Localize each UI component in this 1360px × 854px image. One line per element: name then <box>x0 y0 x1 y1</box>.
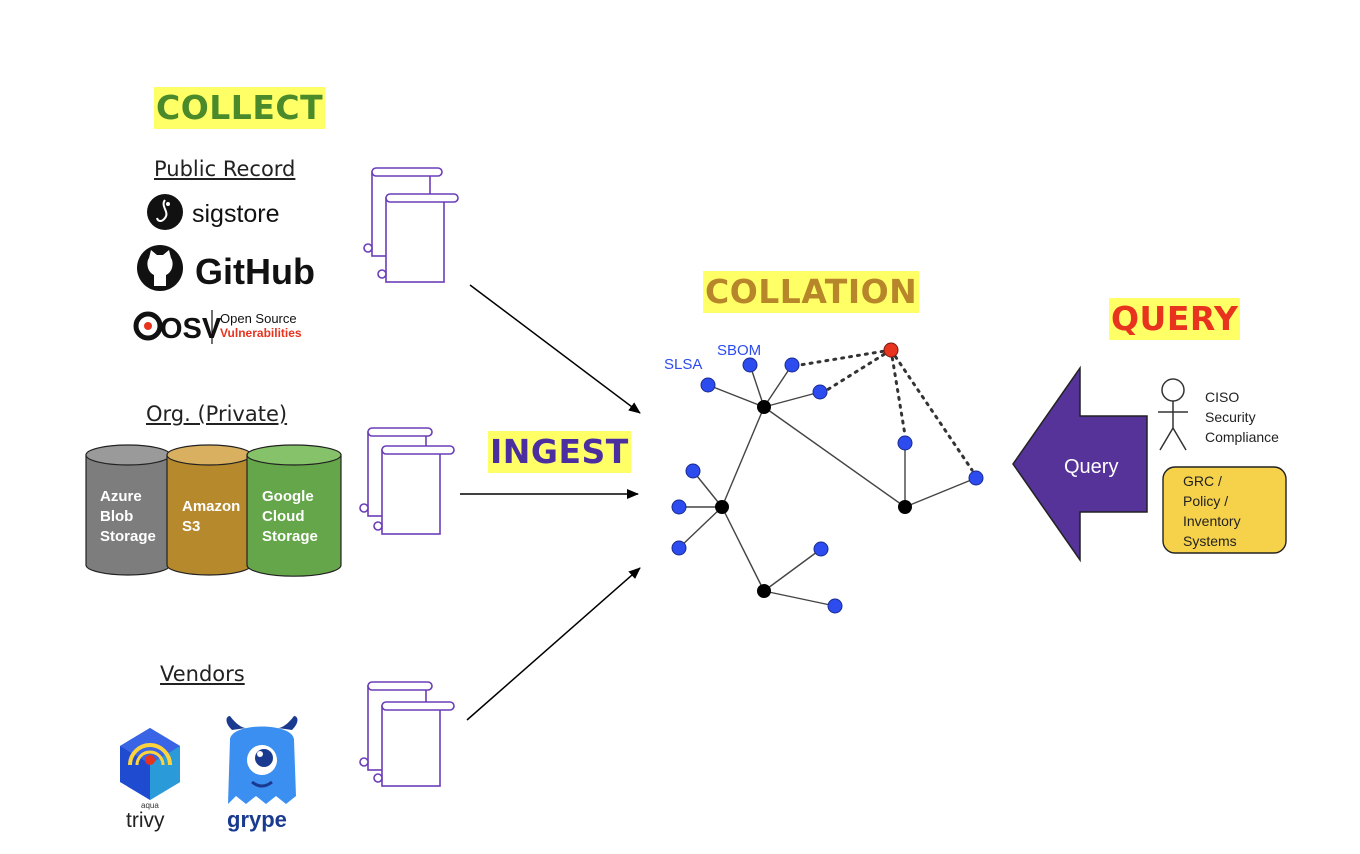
sigstore-logo: sigstore <box>147 194 280 230</box>
grc-systems-box: GRC / Policy / Inventory Systems <box>1162 466 1287 554</box>
google-line-3: Storage <box>262 528 318 545</box>
sbom-label: SBOM <box>717 342 761 359</box>
node-black <box>757 584 771 598</box>
aqua-wordmark: aqua <box>141 801 159 810</box>
node-blue <box>784 357 800 373</box>
node-blue <box>685 463 701 479</box>
edge <box>763 406 906 508</box>
github-wordmark: GitHub <box>195 251 315 292</box>
osv-subtitle-line-1: Open Source <box>220 311 297 326</box>
node-black <box>757 400 771 414</box>
node-black <box>898 500 912 514</box>
node-blue <box>827 598 843 614</box>
user-stick-figure-icon <box>1158 378 1188 451</box>
arrow-vendors-to-collation <box>466 567 641 721</box>
node-blue <box>812 384 828 400</box>
osv-wordmark: OSV <box>160 313 222 345</box>
collect-heading: COLLECT <box>154 87 326 129</box>
grc-line-4: Systems <box>1183 533 1237 549</box>
amazon-line-2: S3 <box>182 518 200 535</box>
azure-line-1: Azure <box>100 488 142 505</box>
arrow-public-to-collation <box>469 284 641 414</box>
dotted-edge <box>798 348 893 367</box>
github-logo: GitHub <box>137 245 315 292</box>
document-stack-vendors <box>359 681 455 787</box>
grype-logo: grype <box>226 716 298 832</box>
edge <box>763 391 821 408</box>
node-blue <box>897 435 913 451</box>
edge <box>763 590 836 607</box>
query-arrow-label: Query <box>1064 456 1118 478</box>
node-blue <box>671 499 687 515</box>
role-compliance: Compliance <box>1205 429 1279 445</box>
vendors-label: Vendors <box>160 662 245 686</box>
slsa-label: SLSA <box>664 356 702 373</box>
role-ciso: CISO <box>1205 389 1239 405</box>
svg-text:Azure Blob Sto: Azure Blob Storage <box>100 488 156 545</box>
google-cloud-storage-cylinder: Google Cloud Storage <box>246 444 342 577</box>
google-line-2: Cloud <box>262 508 305 525</box>
edge <box>721 406 765 508</box>
collation-graph: SLSA SBOM <box>664 342 984 614</box>
dotted-edge <box>889 348 907 437</box>
amazon-s3-cylinder: Amazon S3 <box>166 444 252 576</box>
grc-line-3: Inventory <box>1183 513 1241 529</box>
trivy-logo: aqua trivy <box>120 728 180 832</box>
edge <box>904 477 977 508</box>
dotted-edge <box>825 348 893 392</box>
edge <box>707 384 765 408</box>
grc-line-1: GRC / <box>1183 473 1222 489</box>
dotted-edge <box>889 348 974 472</box>
node-black <box>715 500 729 514</box>
org-private-label: Org. (Private) <box>146 402 288 426</box>
trivy-wordmark: trivy <box>126 809 165 832</box>
roles-text: CISO Security Compliance <box>1205 389 1279 445</box>
edge <box>692 470 723 508</box>
node-blue <box>742 357 758 373</box>
osv-logo: OSV Open Source Vulnerabilities <box>133 310 302 345</box>
edge <box>678 506 723 549</box>
node-blue <box>813 541 829 557</box>
node-blue <box>671 540 687 556</box>
grype-wordmark: grype <box>227 807 287 832</box>
azure-line-2: Blob <box>100 508 133 525</box>
edge <box>763 364 793 408</box>
sigstore-wordmark: sigstore <box>192 200 280 228</box>
storage-cylinders: Azure Blob Storage Amazon S3 Google Clou… <box>85 444 342 577</box>
node-blue <box>700 377 716 393</box>
grc-line-2: Policy / <box>1183 493 1228 509</box>
amazon-line-1: Amazon <box>182 498 240 515</box>
svg-text:GRC / Policy / Inv: GRC / Policy / Inventory Systems <box>1183 473 1244 549</box>
ingest-heading: INGEST <box>488 431 631 473</box>
node-red <box>883 342 899 358</box>
document-stack-org <box>359 427 455 535</box>
svg-text:Amazon S3: Amazon S3 <box>182 498 245 535</box>
role-security: Security <box>1205 409 1256 425</box>
google-line-1: Google <box>262 488 314 505</box>
collation-heading: COLLATION <box>703 271 920 313</box>
node-blue <box>968 470 984 486</box>
edge <box>763 548 822 592</box>
azure-line-3: Storage <box>100 528 156 545</box>
edge <box>721 506 765 592</box>
public-record-label: Public Record <box>154 157 296 181</box>
osv-subtitle-line-2: Vulnerabilities <box>220 326 302 340</box>
query-heading: QUERY <box>1109 298 1241 340</box>
svg-text:Google Cloud S: Google Cloud Storage <box>262 488 318 545</box>
query-arrow: Query <box>1012 365 1148 563</box>
azure-blob-storage-cylinder: Azure Blob Storage <box>85 444 171 576</box>
document-stack-public <box>363 167 459 283</box>
